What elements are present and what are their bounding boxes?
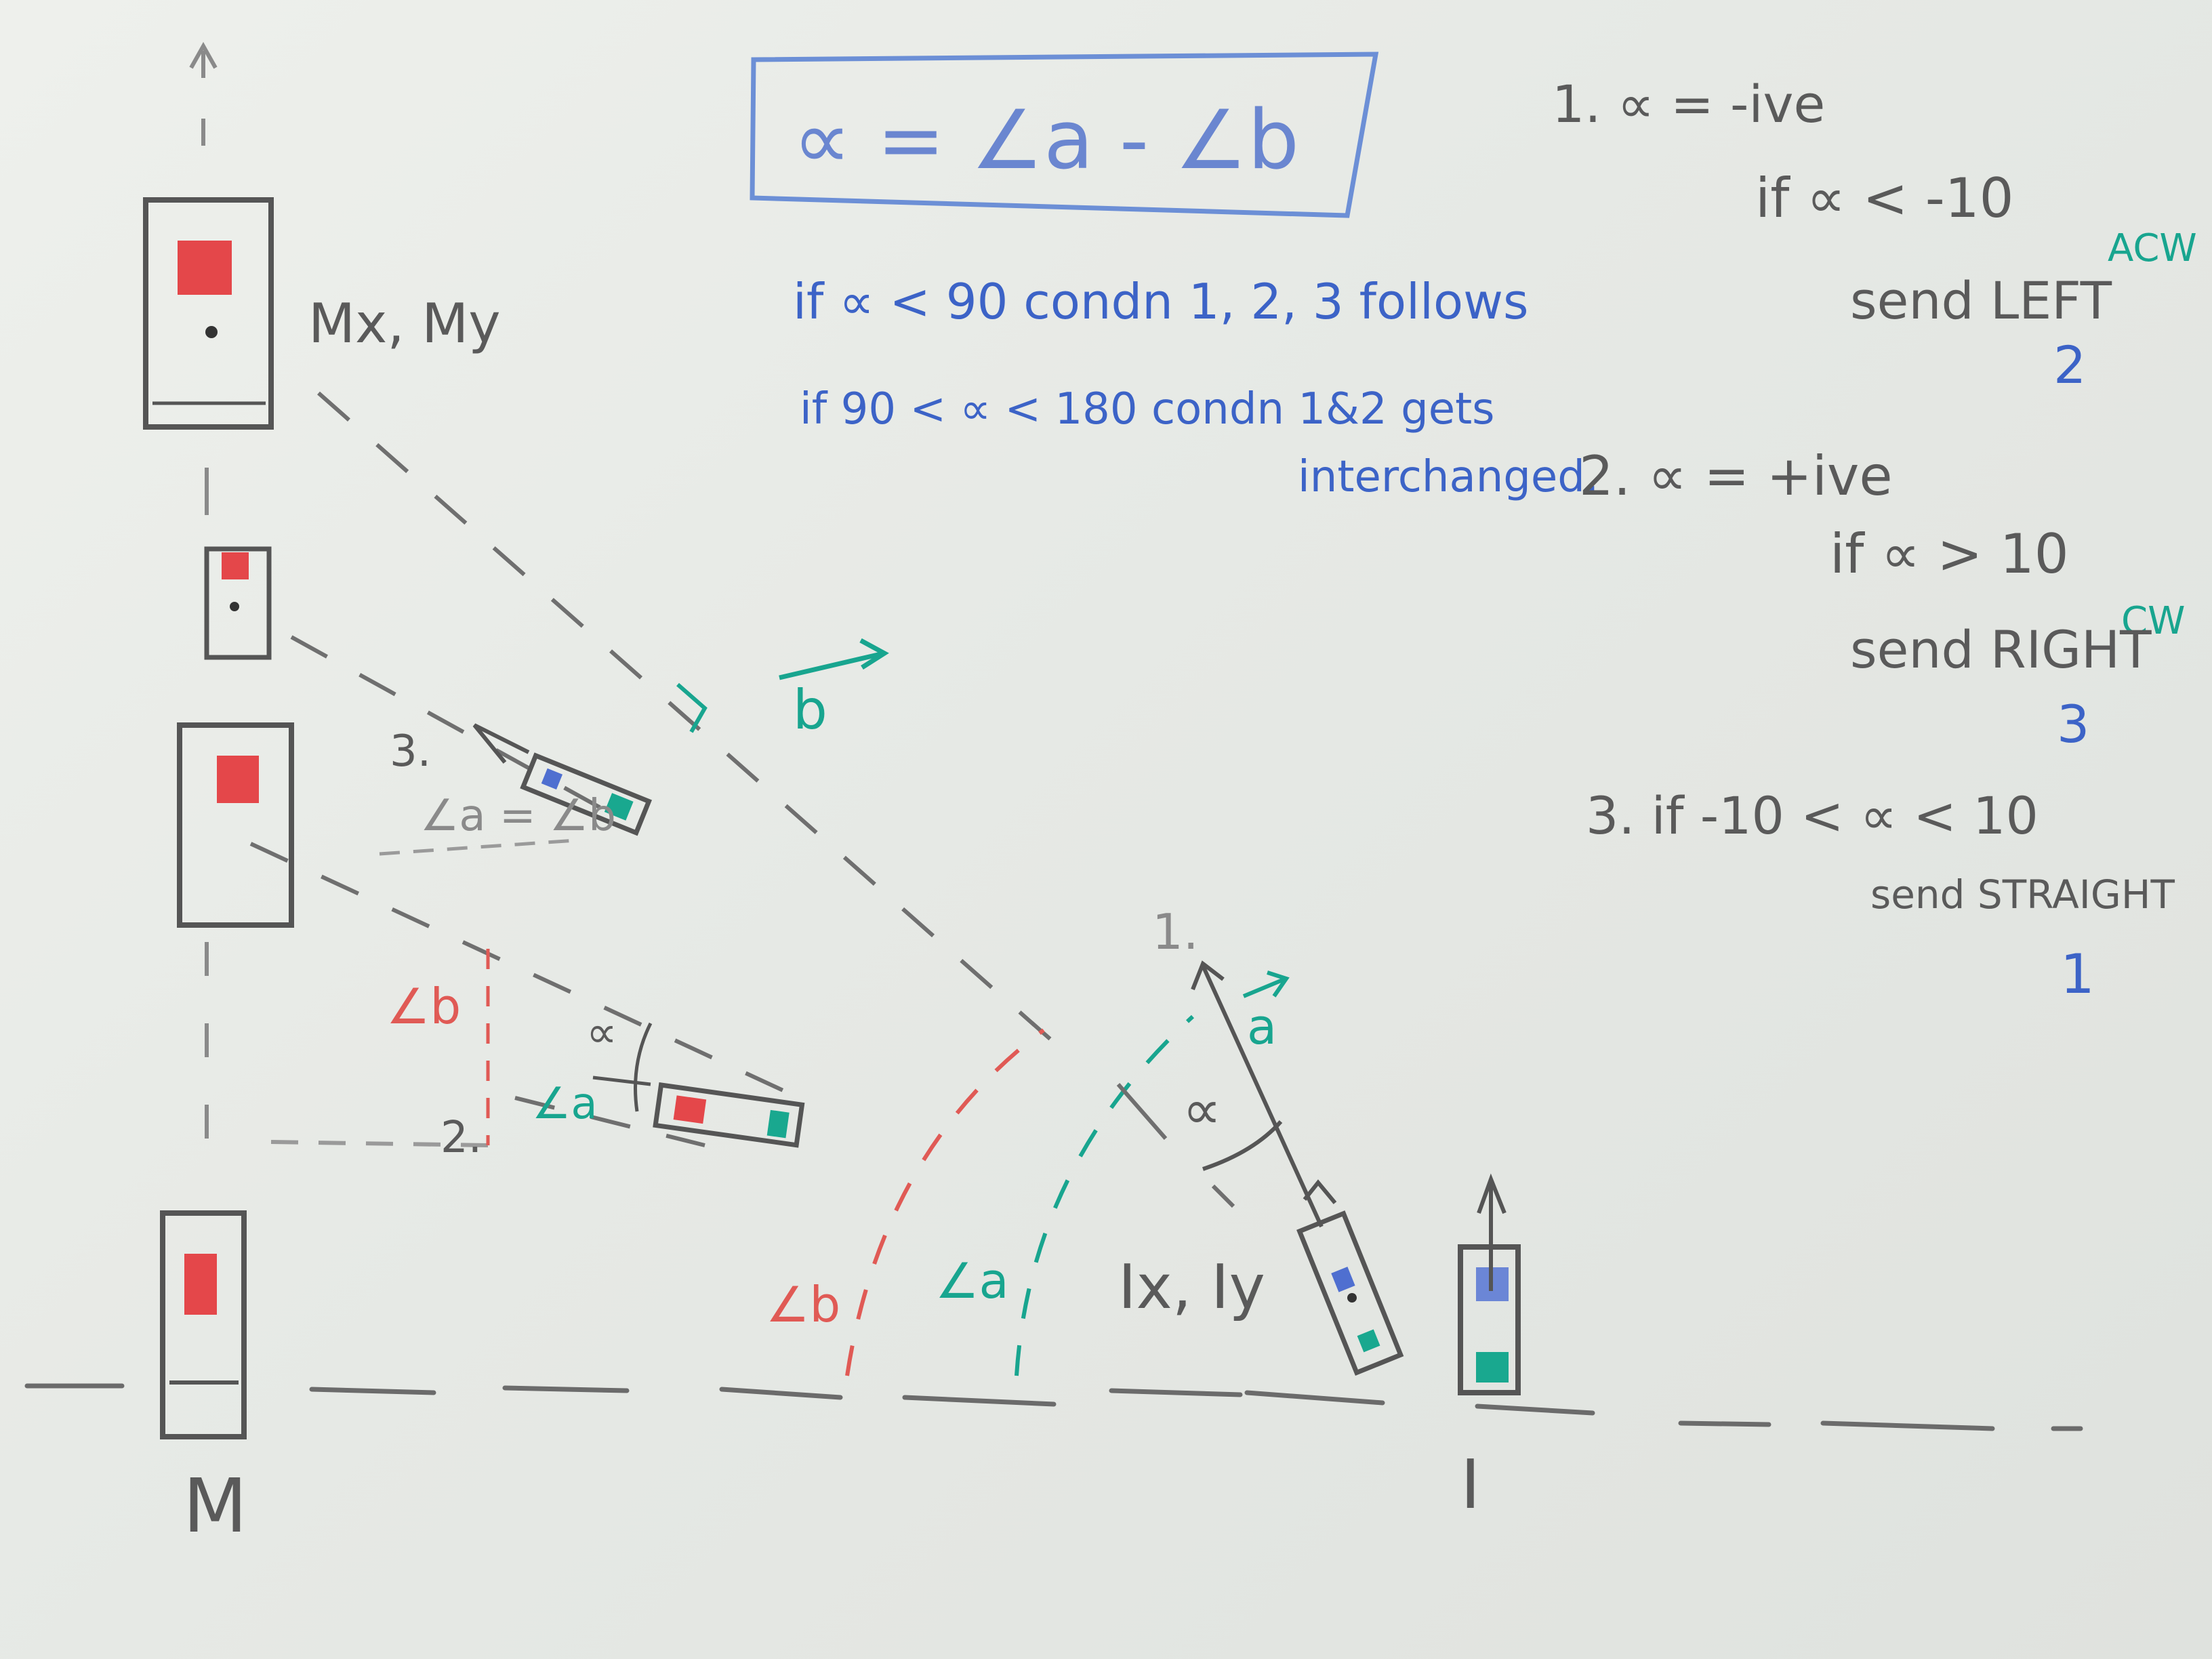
arc-a-label: ∠a [935,1252,1009,1309]
conditions-list: 1. ∝ = -ive if ∝ < -10 ACW send LEFT 2 2… [1552,74,2197,1006]
cond2-action: send RIGHT [1850,619,2152,680]
arc-b [845,1028,1045,1376]
blue-note-line3: interchanged. [1298,452,1599,502]
angle-arcs: ∠b ∠a [766,1015,1195,1376]
robot-i-label: I [1460,1445,1481,1524]
pos1-label: 1. [1152,903,1199,960]
formula-text: ∝ = ∠a - ∠b [793,94,1299,188]
robot-mid [177,722,294,928]
formula-box: ∝ = ∠a - ∠b [750,52,1379,218]
ix-iy-label: Ix, Iy [1118,1252,1265,1323]
robot-pos3: 3. ∠a = ∠b [379,723,653,856]
formula-box-border [750,52,1379,218]
robot-mid-red-marker [217,756,259,803]
robot-i: I [1458,1173,1521,1524]
robot-m: M [160,1210,247,1549]
cond3-rule: 3. if -10 < ∝ < 10 [1586,785,2039,846]
robot-top-body [143,197,274,430]
robot-m-red-marker [184,1254,217,1315]
cond1-action: send LEFT [1850,270,2112,331]
angle-eq-label: ∠a = ∠b [420,791,616,841]
vertical-dashed-path [189,41,218,1139]
ground-dashed-line [24,1383,2083,1431]
robot-pos2: ∠b ∠a ∝ 2. [270,949,805,1163]
alpha-small-label: ∝ [586,1008,617,1058]
blue-notes: if ∝ < 90 condn 1, 2, 3 follows if 90 < … [793,273,1599,502]
cond1-tag: ACW [2108,226,2197,270]
arc-a [1015,1015,1195,1376]
cond1-rule: if ∝ < -10 [1755,167,2014,230]
robot-pos2-body [653,1082,805,1148]
blue-note-line2: if 90 < ∝ < 180 condn 1&2 gets [800,384,1495,434]
arc-b-label: ∠b [766,1276,840,1333]
angle-b-red-label: ∠b [386,978,461,1035]
robot-m-label: M [183,1462,247,1549]
robot-mid-body [177,722,294,928]
robot-small-red-marker [222,552,249,579]
cond2-code: 3 [2057,694,2089,754]
robot-small [204,546,272,660]
robot-angled [1296,1179,1404,1376]
cond1-heading: 1. ∝ = -ive [1552,74,1825,134]
robot-m-body [160,1210,247,1439]
robot-top-center-dot [205,326,218,338]
cond2-rule: if ∝ > 10 [1830,523,2069,586]
vector-b-label: b [793,678,827,741]
cond3-action: send STRAIGHT [1870,872,2175,918]
robot-i-teal-marker [1476,1352,1509,1382]
robot-angled-body [1296,1210,1404,1376]
vector-b: b [676,638,889,741]
blue-note-line1: if ∝ < 90 condn 1, 2, 3 follows [793,273,1528,330]
robot-top: Mx, My [143,197,501,430]
robot-small-body [204,546,272,660]
cond3-code: 1 [2060,943,2095,1006]
alpha-big-label: ∝ [1183,1078,1221,1141]
mx-my-label: Mx, My [308,292,501,355]
pos3-label: 3. [390,726,431,777]
robot-top-red-marker [178,241,232,295]
dashed-sight-lines [249,391,1072,1147]
angle-a-teal-label: ∠a [532,1079,598,1129]
vector-a-label: a [1247,998,1277,1055]
position-1: 1. a ∝ Ix, Iy [1116,903,1324,1323]
robot-pos3-body [520,752,653,836]
cond2-heading: 2. ∝ = +ive [1579,445,1893,508]
pos2-label: 2. [441,1113,482,1163]
cond1-code: 2 [2053,335,2086,395]
cond2-tag: CW [2121,599,2185,643]
